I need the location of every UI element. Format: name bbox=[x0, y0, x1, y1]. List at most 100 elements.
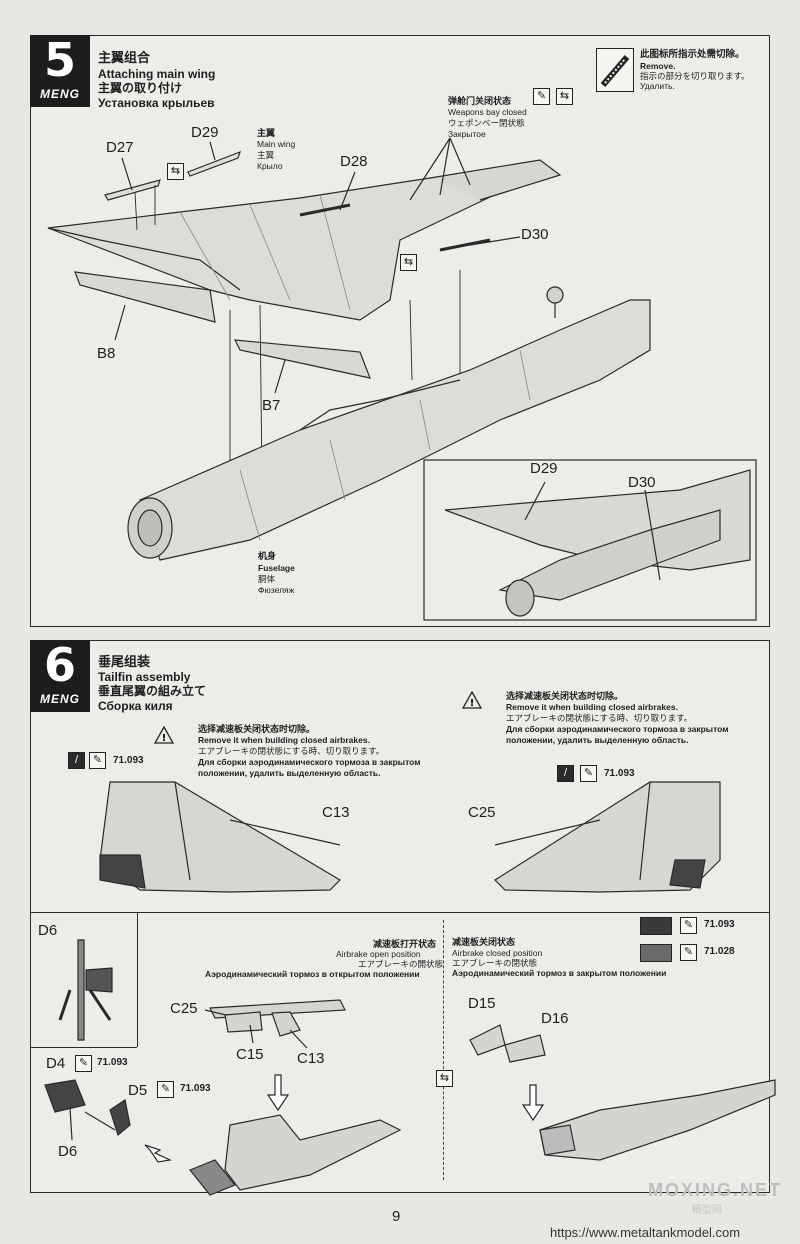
remove-note-ru: Удалить. bbox=[640, 81, 675, 91]
part-d30-label: D30 bbox=[521, 226, 549, 243]
fuselage-en: Fuselage bbox=[258, 563, 295, 573]
source-url: https://www.metaltankmodel.com bbox=[550, 1225, 741, 1240]
brush-icon: ✎ bbox=[580, 765, 597, 782]
warn-left-en: Remove it when building closed airbrakes… bbox=[198, 735, 370, 745]
step5-title-zh: 主翼组合 bbox=[98, 50, 151, 65]
paint-swatch-2 bbox=[640, 944, 672, 962]
warn-right-ru1: Для сборки аэродинамического тормоза в з… bbox=[506, 724, 729, 734]
svg-text:!: ! bbox=[470, 698, 475, 709]
brush-icon: ✎ bbox=[680, 944, 697, 961]
weapons-bay-ru: Закрытое bbox=[448, 129, 486, 139]
warning-icon: ! bbox=[154, 726, 174, 744]
cut-icon: / bbox=[557, 765, 574, 782]
part-d6-label: D6 bbox=[58, 1143, 78, 1160]
part-d27-label: D27 bbox=[106, 139, 134, 156]
step6-number: 6 bbox=[43, 638, 76, 692]
fuselage-ru: Фюзеляж bbox=[258, 585, 295, 595]
part-d16-label: D16 bbox=[541, 1010, 569, 1027]
part-d5-label: D5 bbox=[128, 1082, 148, 1099]
d5-paint-code: 71.093 bbox=[180, 1083, 211, 1094]
main-wing-ru: Крыло bbox=[257, 161, 283, 171]
step6-brand-logo: MENG bbox=[40, 692, 80, 706]
paint-left-code: 71.093 bbox=[113, 755, 144, 766]
step6-title-en: Tailfin assembly bbox=[98, 670, 191, 684]
part-c13-small-label: C13 bbox=[297, 1050, 325, 1067]
paint-legend-1-code: 71.093 bbox=[704, 919, 735, 930]
main-wing-ja: 主翼 bbox=[257, 150, 275, 160]
step6-title-ja: 垂直尾翼の組み立て bbox=[98, 684, 207, 698]
svg-text:!: ! bbox=[162, 733, 167, 744]
watermark-sub: 模型网 bbox=[692, 1205, 722, 1216]
page-number: 9 bbox=[392, 1208, 401, 1225]
part-d29-label: D29 bbox=[191, 124, 219, 141]
fuselage-zh: 机身 bbox=[258, 551, 277, 561]
swap-icon: ⇆ bbox=[400, 254, 417, 271]
divider bbox=[443, 920, 444, 1180]
step5-number: 5 bbox=[43, 33, 76, 87]
d6-part-drawing bbox=[58, 939, 113, 1041]
divider bbox=[137, 912, 138, 1047]
swap-icon: ⇆ bbox=[556, 88, 573, 105]
part-c13-label: C13 bbox=[322, 804, 350, 821]
divider bbox=[30, 1047, 137, 1048]
open-position-ru: Аэродинамический тормоз в открытом полож… bbox=[205, 969, 420, 979]
closed-position-ja: エアブレーキの閉状態 bbox=[452, 958, 538, 968]
step5-title-ru: Установка крыльев bbox=[98, 96, 215, 110]
step5-number-box: 5 MENG bbox=[30, 33, 90, 107]
watermark: MOXING.NET bbox=[648, 1180, 783, 1200]
closed-position-ru: Аэродинамический тормоз в закрытом полож… bbox=[452, 968, 667, 978]
step5-title-en: Attaching main wing bbox=[98, 67, 216, 81]
step6-number-box: 6 MENG bbox=[30, 638, 90, 712]
brush-icon: ✎ bbox=[75, 1055, 92, 1072]
closed-position-zh: 减速板关闭状态 bbox=[452, 937, 516, 947]
d4-paint-code: 71.093 bbox=[97, 1057, 128, 1068]
warn-left-ja: エアブレーキの閉状態にする時、切り取ります。 bbox=[198, 746, 385, 756]
step6-title-ru: Сборка киля bbox=[98, 699, 173, 713]
open-position-zh: 减速板打开状态 bbox=[373, 939, 437, 949]
part-b7-label: B7 bbox=[262, 397, 281, 414]
remove-icon bbox=[596, 48, 634, 92]
part-d15-label: D15 bbox=[468, 995, 496, 1012]
part-d28-label: D28 bbox=[340, 153, 368, 170]
brush-icon: ✎ bbox=[89, 752, 106, 769]
warn-right-en: Remove it when building closed airbrakes… bbox=[506, 702, 678, 712]
paint-legend-2-code: 71.028 bbox=[704, 946, 735, 957]
paint-right-code: 71.093 bbox=[604, 768, 635, 779]
inset-d30-label: D30 bbox=[628, 474, 656, 491]
swap-icon: ⇆ bbox=[436, 1070, 453, 1087]
fuselage-ja: 胴体 bbox=[258, 574, 276, 584]
part-d6-box-label: D6 bbox=[38, 922, 58, 939]
weapons-bay-ja: ウェポンベー閉状態 bbox=[448, 118, 525, 128]
airbrake-drawing bbox=[44, 999, 776, 1196]
step6-panel bbox=[30, 640, 770, 1193]
open-position-en: Airbrake open position bbox=[336, 949, 421, 959]
main-wing-en: Main wing bbox=[257, 139, 296, 149]
cut-icon: / bbox=[68, 752, 85, 769]
swap-icon: ⇆ bbox=[167, 163, 184, 180]
warn-left-zh: 选择减速板关闭状态时切除。 bbox=[198, 724, 316, 734]
warning-icon: ! bbox=[462, 691, 482, 709]
warn-right-ja: エアブレーキの閉状態にする時、切り取ります。 bbox=[506, 713, 693, 723]
part-d4-label: D4 bbox=[46, 1055, 66, 1072]
part-c25-label: C25 bbox=[468, 804, 496, 821]
main-wing-zh: 主翼 bbox=[257, 128, 276, 138]
remove-note-zh: 此图标所指示处需切除。 bbox=[640, 49, 745, 60]
warn-right-zh: 选择减速板关闭状态时切除。 bbox=[506, 691, 624, 701]
inset-d29-label: D29 bbox=[530, 460, 558, 477]
weapons-bay-zh: 弹舱门关闭状态 bbox=[448, 96, 512, 106]
remove-note-ja: 指示の部分を切り取ります。 bbox=[640, 71, 750, 81]
warn-left-ru2: положении, удалить выделенную область. bbox=[198, 768, 381, 778]
part-c15-label: C15 bbox=[236, 1046, 264, 1063]
brush-icon: ✎ bbox=[157, 1081, 174, 1098]
step5-assembly-drawing bbox=[47, 137, 757, 621]
tailfin-drawing bbox=[99, 781, 721, 893]
cement-icon: ✎ bbox=[533, 88, 550, 105]
step6-title-zh: 垂尾组装 bbox=[98, 654, 151, 669]
weapons-bay-en: Weapons bay closed bbox=[448, 107, 527, 117]
remove-note-en: Remove. bbox=[640, 61, 676, 71]
warn-right-ru2: положении, удалить выделенную область. bbox=[506, 735, 689, 745]
open-position-ja: エアブレーキの開状態 bbox=[358, 959, 444, 969]
warn-left-ru1: Для сборки аэродинамического тормоза в з… bbox=[198, 757, 421, 767]
step5-brand-logo: MENG bbox=[40, 87, 80, 101]
